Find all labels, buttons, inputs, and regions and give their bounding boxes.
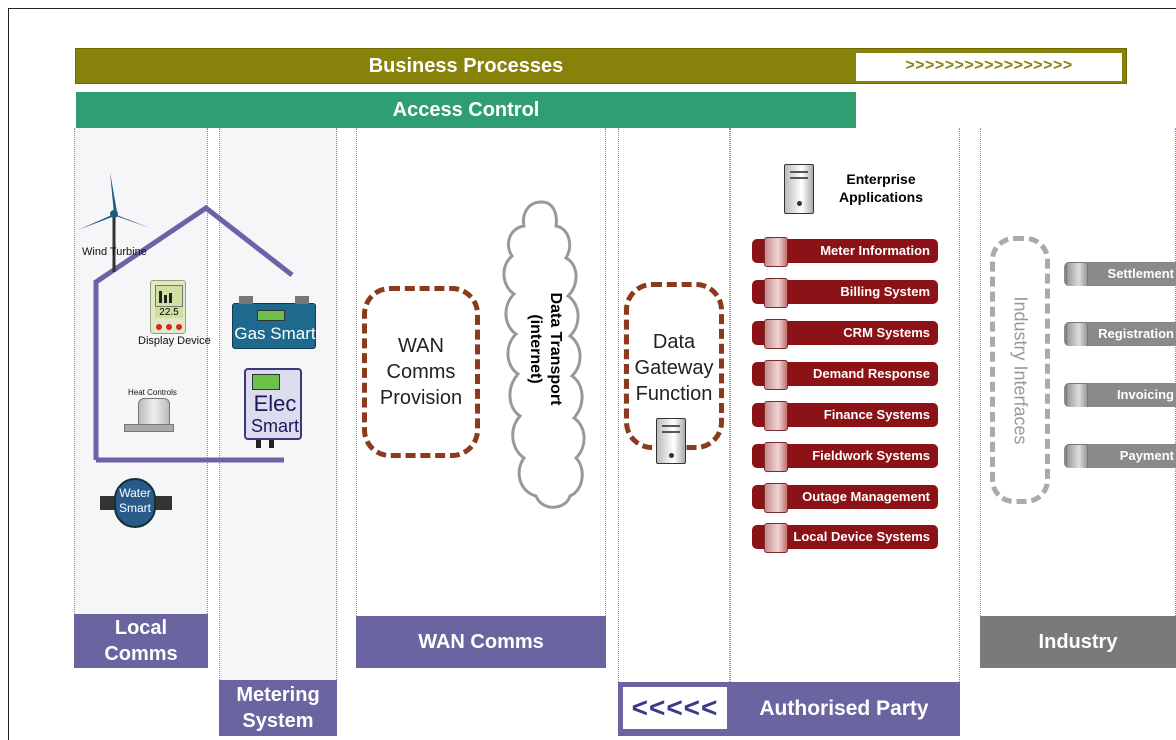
app-label: Demand Response xyxy=(812,366,930,381)
elec-smart-line1: Elec xyxy=(253,391,297,416)
industry-interfaces-label: Industry Interfaces xyxy=(1010,296,1031,445)
industry-cube-icon xyxy=(1066,444,1088,468)
industry-item-payment[interactable]: Payment xyxy=(1064,444,1176,468)
industry-item-label: Invoicing xyxy=(1116,387,1174,402)
industry-footer: Industry xyxy=(980,616,1176,668)
app-cube-icon xyxy=(764,237,788,267)
wan-provision-line1: WAN xyxy=(398,335,444,357)
heat-controls-label: Heat Controls xyxy=(128,388,177,397)
wan-comms-provision-box: WAN Comms Provision xyxy=(362,286,480,458)
app-label: Finance Systems xyxy=(823,407,930,422)
enterprise-app-billing-system[interactable]: Billing System xyxy=(752,278,938,308)
industry-interfaces-box xyxy=(990,236,1050,504)
app-label: Billing System xyxy=(840,284,930,299)
business-processes-bar: Business Processes >>>>>>>>>>>>>>>>> xyxy=(75,48,1127,84)
forward-arrows: >>>>>>>>>>>>>>>>> xyxy=(855,52,1123,82)
local-comms-footer: Local Comms xyxy=(74,614,208,668)
heat-controls-pipe xyxy=(124,424,174,432)
app-label: Outage Management xyxy=(802,489,930,504)
industry-item-invoicing[interactable]: Invoicing xyxy=(1064,383,1176,407)
industry-cube-icon xyxy=(1066,383,1088,407)
water-smart-icon xyxy=(114,478,156,528)
enterprise-app-fieldwork-systems[interactable]: Fieldwork Systems xyxy=(752,442,938,472)
metering-line1: Metering xyxy=(236,684,320,706)
industry-cube-icon xyxy=(1066,262,1088,286)
internet-cloud-icon xyxy=(502,200,586,509)
diagram-frame xyxy=(8,8,1176,740)
wan-comms-footer: WAN Comms xyxy=(356,616,606,668)
app-label: CRM Systems xyxy=(843,325,930,340)
display-device-icon: 22.5 xyxy=(150,280,186,334)
gateway-line2: Gateway xyxy=(634,357,714,379)
home-illustration xyxy=(78,172,294,463)
enterprise-server-icon xyxy=(784,164,814,214)
gateway-line1: Data xyxy=(652,331,696,353)
app-cube-icon xyxy=(764,401,788,431)
data-transport-line2: (internet) xyxy=(527,314,544,384)
enterprise-title-line2: Applications xyxy=(838,189,923,205)
industry-item-label: Registration xyxy=(1098,326,1174,341)
enterprise-title: Enterprise Applications xyxy=(826,170,936,206)
gateway-server-icon xyxy=(656,418,686,464)
app-cube-icon xyxy=(764,483,788,513)
house-outline xyxy=(93,204,294,460)
app-cube-icon xyxy=(764,523,788,553)
gateway-line3: Function xyxy=(635,383,713,405)
industry-cube-icon xyxy=(1066,322,1088,346)
industry-item-label: Settlement xyxy=(1107,266,1174,281)
display-reading: 22.5 xyxy=(155,307,183,318)
wan-provision-line3: Provision xyxy=(379,387,463,409)
data-gateway-function-box: Data Gateway Function xyxy=(624,282,724,450)
enterprise-app-outage-management[interactable]: Outage Management xyxy=(752,483,938,513)
app-cube-icon xyxy=(764,319,788,349)
app-label: Meter Information xyxy=(820,243,930,258)
elec-smart-icon: Elec Smart xyxy=(244,368,302,440)
authorised-party-footer: <<<<< Authorised Party xyxy=(618,682,960,736)
elec-smart-terminals xyxy=(256,440,274,448)
app-cube-icon xyxy=(764,442,788,472)
app-cube-icon xyxy=(764,360,788,390)
back-arrows: <<<<< xyxy=(622,686,728,730)
access-control-bar: Access Control xyxy=(76,92,856,128)
app-cube-icon xyxy=(764,278,788,308)
app-label: Local Device Systems xyxy=(793,529,930,544)
industry-item-label: Payment xyxy=(1119,448,1174,463)
enterprise-app-local-device-systems[interactable]: Local Device Systems xyxy=(752,523,938,553)
gas-smart-icon: Gas Smart xyxy=(232,296,316,349)
enterprise-app-meter-information[interactable]: Meter Information xyxy=(752,237,938,267)
authorised-party-label: Authorised Party xyxy=(759,697,929,720)
industry-column xyxy=(980,128,1176,616)
metering-system-footer: Metering System xyxy=(219,680,337,736)
local-comms-line1: Local xyxy=(114,617,168,639)
gas-smart-label: Gas Smart xyxy=(234,324,316,343)
water-smart-label: Water Smart xyxy=(118,486,151,515)
wind-turbine-icon xyxy=(78,172,150,272)
data-transport-label: Data Transport (internet) xyxy=(518,290,568,420)
enterprise-title-line1: Enterprise xyxy=(846,171,916,187)
enterprise-app-crm-systems[interactable]: CRM Systems xyxy=(752,319,938,349)
display-device-label: Display Device xyxy=(138,335,211,347)
industry-item-settlement[interactable]: Settlement xyxy=(1064,262,1176,286)
business-processes-label: Business Processes xyxy=(368,55,564,77)
elec-smart-line2: Smart xyxy=(250,416,299,436)
metering-line2: System xyxy=(242,710,314,732)
local-comms-line2: Comms xyxy=(104,643,178,665)
gateway-column xyxy=(618,128,730,682)
data-transport-line1: Data Transport xyxy=(547,292,564,406)
wan-provision-line2: Comms xyxy=(386,361,456,383)
wind-turbine-label: Wind Turbine xyxy=(82,246,147,258)
app-label: Fieldwork Systems xyxy=(812,448,930,463)
industry-item-registration[interactable]: Registration xyxy=(1064,322,1176,346)
enterprise-app-demand-response[interactable]: Demand Response xyxy=(752,360,938,390)
enterprise-app-finance-systems[interactable]: Finance Systems xyxy=(752,401,938,431)
